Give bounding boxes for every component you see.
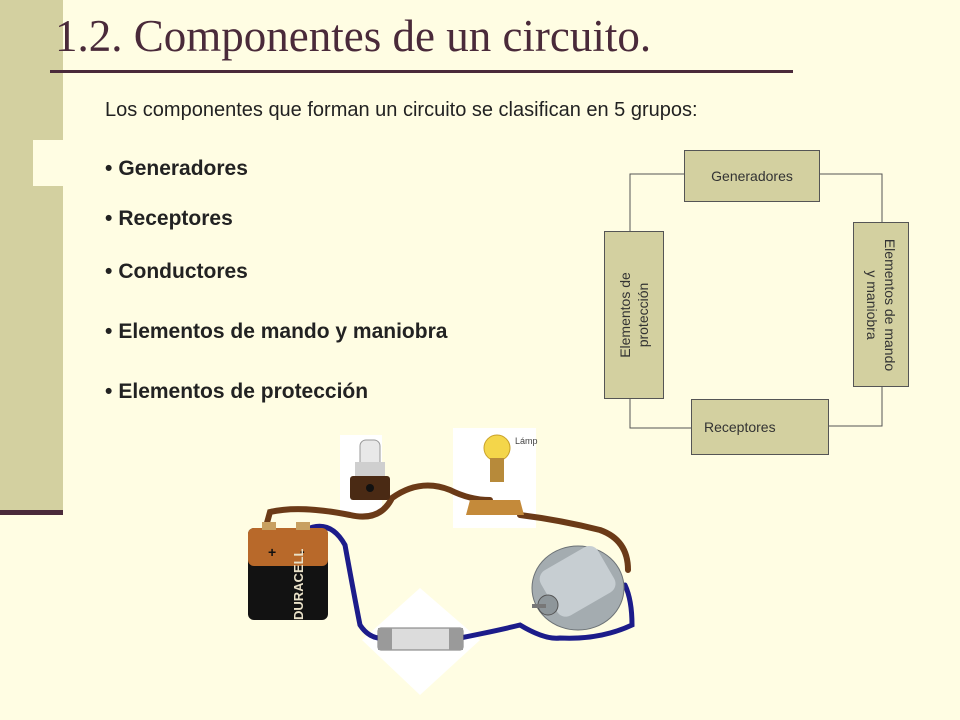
lamp-icon: Lámp (466, 434, 538, 515)
diagram-box-mando: Elementos de mando y maniobra (853, 222, 909, 387)
page-title: 1.2. Componentes de un circuito. (55, 11, 652, 61)
bullet-item: •Elementos de mando y maniobra (105, 320, 448, 343)
bullet-label: Elementos de mando y maniobra (118, 320, 448, 343)
sidebar-bar (0, 0, 63, 510)
battery-brand: DURACELL (291, 548, 306, 620)
bullet-label: Receptores (118, 207, 233, 230)
intro-text: Los componentes que forman un circuito s… (105, 99, 698, 121)
bullet-label: Elementos de protección (118, 380, 369, 403)
bullet-item: •Conductores (105, 260, 248, 283)
diagram-box-generadores: Generadores (684, 150, 820, 202)
bullet-label: Generadores (118, 157, 248, 180)
diagram-box-proteccion: Elementos de protección (604, 231, 664, 399)
title-underline (50, 70, 793, 73)
lamp-label: Lámp (515, 436, 538, 446)
battery-plus: + (268, 544, 276, 560)
bullet-label: Conductores (118, 260, 248, 283)
sidebar-notch (33, 140, 63, 186)
diagram-label: Receptores (704, 419, 776, 435)
bullet-item: •Generadores (105, 157, 248, 180)
bullet-item: •Receptores (105, 207, 233, 230)
bullet-item: •Elementos de protección (105, 380, 369, 403)
sidebar-underline (0, 510, 63, 515)
diagram-box-receptores: Receptores (691, 399, 829, 455)
battery-icon: + - DURACELL (248, 522, 328, 620)
diagram-label: Generadores (711, 168, 793, 184)
fuse-icon (377, 627, 464, 651)
switch-icon (350, 439, 390, 500)
motor-icon (531, 545, 625, 631)
battery-minus: - (300, 543, 305, 559)
